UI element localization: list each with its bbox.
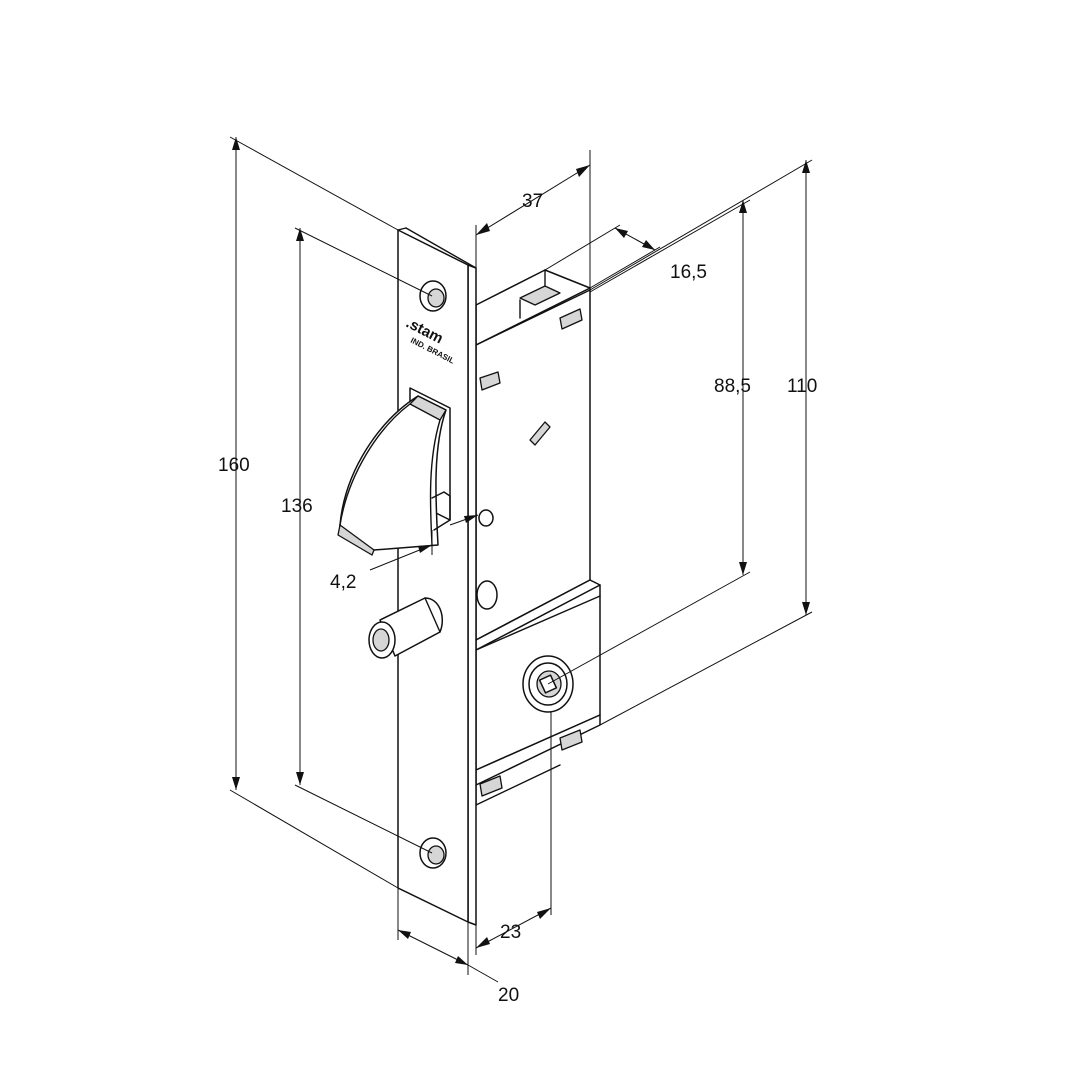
dim-label-160: 160 [218,455,250,476]
pin-hole [478,509,494,527]
dim-label-20: 20 [498,985,519,1006]
latch-bolt [337,395,451,556]
bottom-tab-right [559,729,583,751]
bottom-tab-left [479,775,503,797]
faceplate: .stam IND. BRASIL [337,227,477,926]
dimension-labels: 160 136 37 16,5 88,5 110 4,2 23 20 [218,191,817,1006]
dim-label-16-5: 16,5 [670,262,707,283]
body-hole [476,580,498,610]
lower-screw-hole [419,837,447,869]
dimension-lines [229,136,813,983]
dim-label-37: 37 [522,191,543,212]
dim-label-136: 136 [281,496,313,517]
dim-label-4-2: 4,2 [330,572,356,593]
dim-label-88-5: 88,5 [714,376,751,397]
side-tab [479,371,501,391]
body-slot [529,421,551,446]
dim-label-110: 110 [787,376,817,397]
top-tab [519,285,561,306]
upper-tab [559,308,583,330]
dim-label-23: 23 [500,922,521,943]
lock-body [475,269,601,806]
upper-screw-hole [419,280,447,312]
deadbolt-pin [368,597,444,659]
